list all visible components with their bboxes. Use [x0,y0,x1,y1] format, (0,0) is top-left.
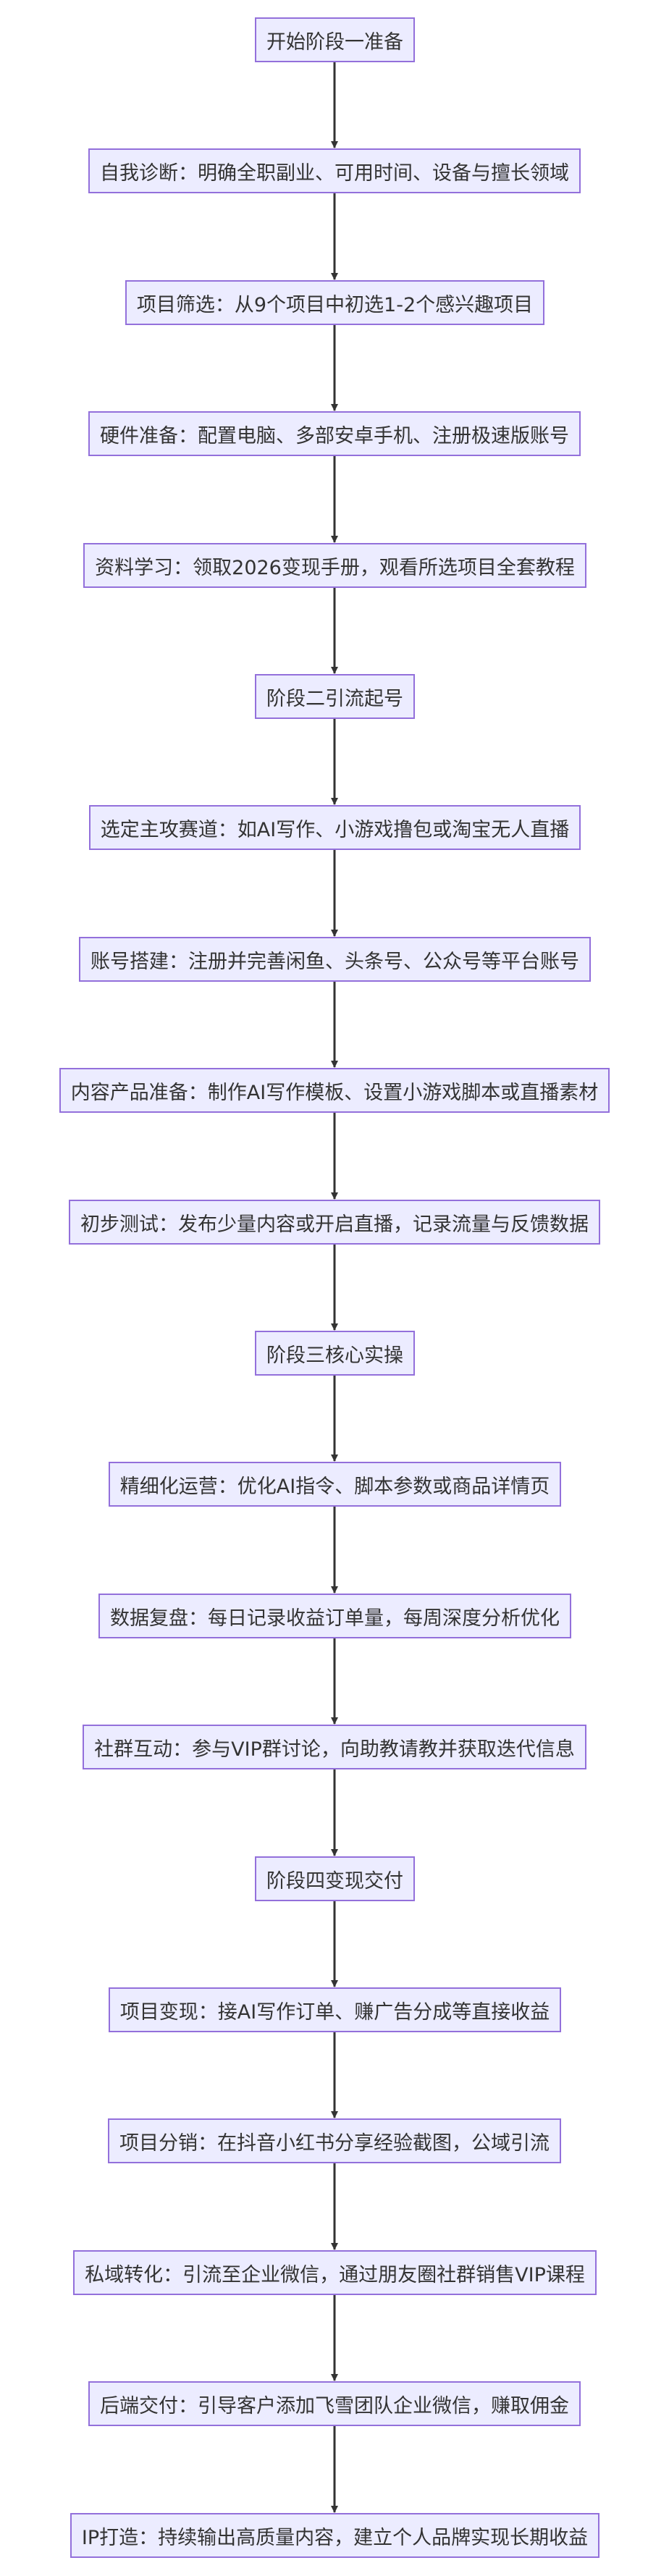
flow-node-hardware-prep: 硬件准备：配置电脑、多部安卓手机、注册极速版账号 [88,411,581,456]
flow-node-community: 社群互动：参与VIP群讨论，向助教请教并获取迭代信息 [83,1725,586,1769]
flow-node-select-track: 选定主攻赛道：如AI写作、小游戏撸包或淘宝无人直播 [89,805,581,850]
flow-node-stage4: 阶段四变现交付 [255,1856,415,1901]
flow-node-fine-operation: 精细化运营：优化AI指令、脚本参数或商品详情页 [109,1462,561,1507]
flow-node-stage2: 阶段二引流起号 [255,674,415,719]
flow-node-data-review: 数据复盘：每日记录收益订单量，每周深度分析优化 [98,1594,571,1638]
flow-node-private-domain: 私域转化：引流至企业微信，通过朋友圈社群销售VIP课程 [73,2250,597,2295]
flow-node-ip-building: IP打造：持续输出高质量内容，建立个人品牌实现长期收益 [70,2513,599,2558]
flow-node-content-prep: 内容产品准备：制作AI写作模板、设置小游戏脚本或直播素材 [59,1068,610,1113]
flow-node-backend-delivery: 后端交付：引导客户添加飞雪团队企业微信，赚取佣金 [88,2381,581,2426]
flow-node-initial-test: 初步测试：发布少量内容或开启直播，记录流量与反馈数据 [69,1200,600,1245]
flow-node-material-learning: 资料学习：领取2026变现手册，观看所选项目全套教程 [83,543,586,588]
flow-node-stage3: 阶段三核心实操 [255,1331,415,1376]
flow-node-stage1: 开始阶段一准备 [255,17,415,62]
flow-node-distribution: 项目分销：在抖音小红书分享经验截图，公域引流 [108,2118,561,2163]
flow-node-account-setup: 账号搭建：注册并完善闲鱼、头条号、公众号等平台账号 [79,937,591,982]
flow-node-self-diagnosis: 自我诊断：明确全职副业、可用时间、设备与擅长领域 [88,148,581,193]
flow-node-monetization: 项目变现：接AI写作订单、赚广告分成等直接收益 [109,1987,561,2032]
flow-node-project-screening: 项目筛选：从9个项目中初选1-2个感兴趣项目 [125,280,544,325]
